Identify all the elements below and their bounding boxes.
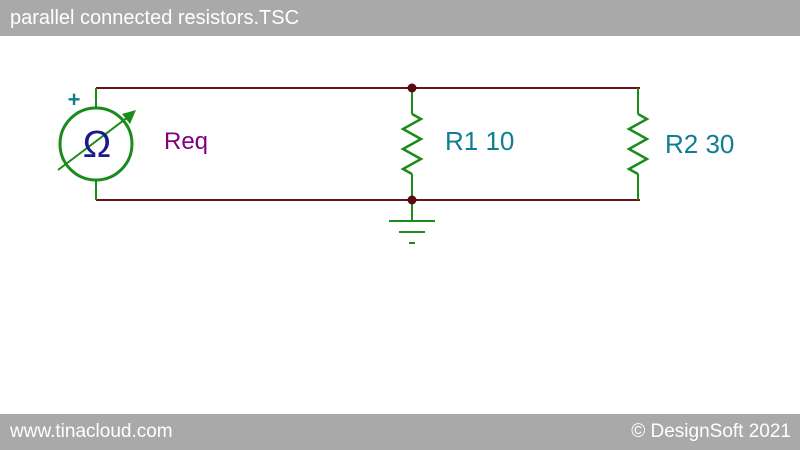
footer-copyright: © DesignSoft 2021: [631, 421, 791, 442]
footer-website[interactable]: www.tinacloud.com: [10, 421, 173, 442]
junction-top: [407, 83, 417, 93]
ohmmeter-symbol: Ω: [83, 124, 111, 166]
resistor-r2[interactable]: R2 30: [626, 88, 734, 200]
resistor-r1[interactable]: R1 10: [400, 88, 514, 200]
r2-label: R2 30: [665, 129, 734, 159]
r2-zigzag: [626, 112, 650, 176]
ohmmeter[interactable]: Ω + Req: [57, 87, 208, 200]
wires: [96, 87, 640, 201]
ground-icon: [389, 200, 435, 244]
ohmmeter-icon: [58, 106, 134, 182]
r1-zigzag: [400, 112, 424, 176]
footer-bar: www.tinacloud.com © DesignSoft 2021: [0, 414, 800, 450]
ohmmeter-arrow-shaft: [57, 113, 133, 171]
schematic-canvas[interactable]: Ω + Req R1 10 R2 30: [0, 36, 800, 414]
ohmmeter-label: Req: [164, 128, 208, 155]
window-title: parallel connected resistors.TSC: [10, 7, 300, 29]
ohmmeter-polarity: +: [68, 87, 81, 112]
ohmmeter-arrow-head: [122, 110, 136, 124]
window-title-bar: parallel connected resistors.TSC: [0, 0, 800, 36]
r1-label: R1 10: [445, 126, 514, 156]
junctions: [407, 83, 417, 205]
junction-bottom: [407, 195, 417, 205]
schematic-svg: Ω + Req R1 10 R2 30: [57, 83, 734, 244]
